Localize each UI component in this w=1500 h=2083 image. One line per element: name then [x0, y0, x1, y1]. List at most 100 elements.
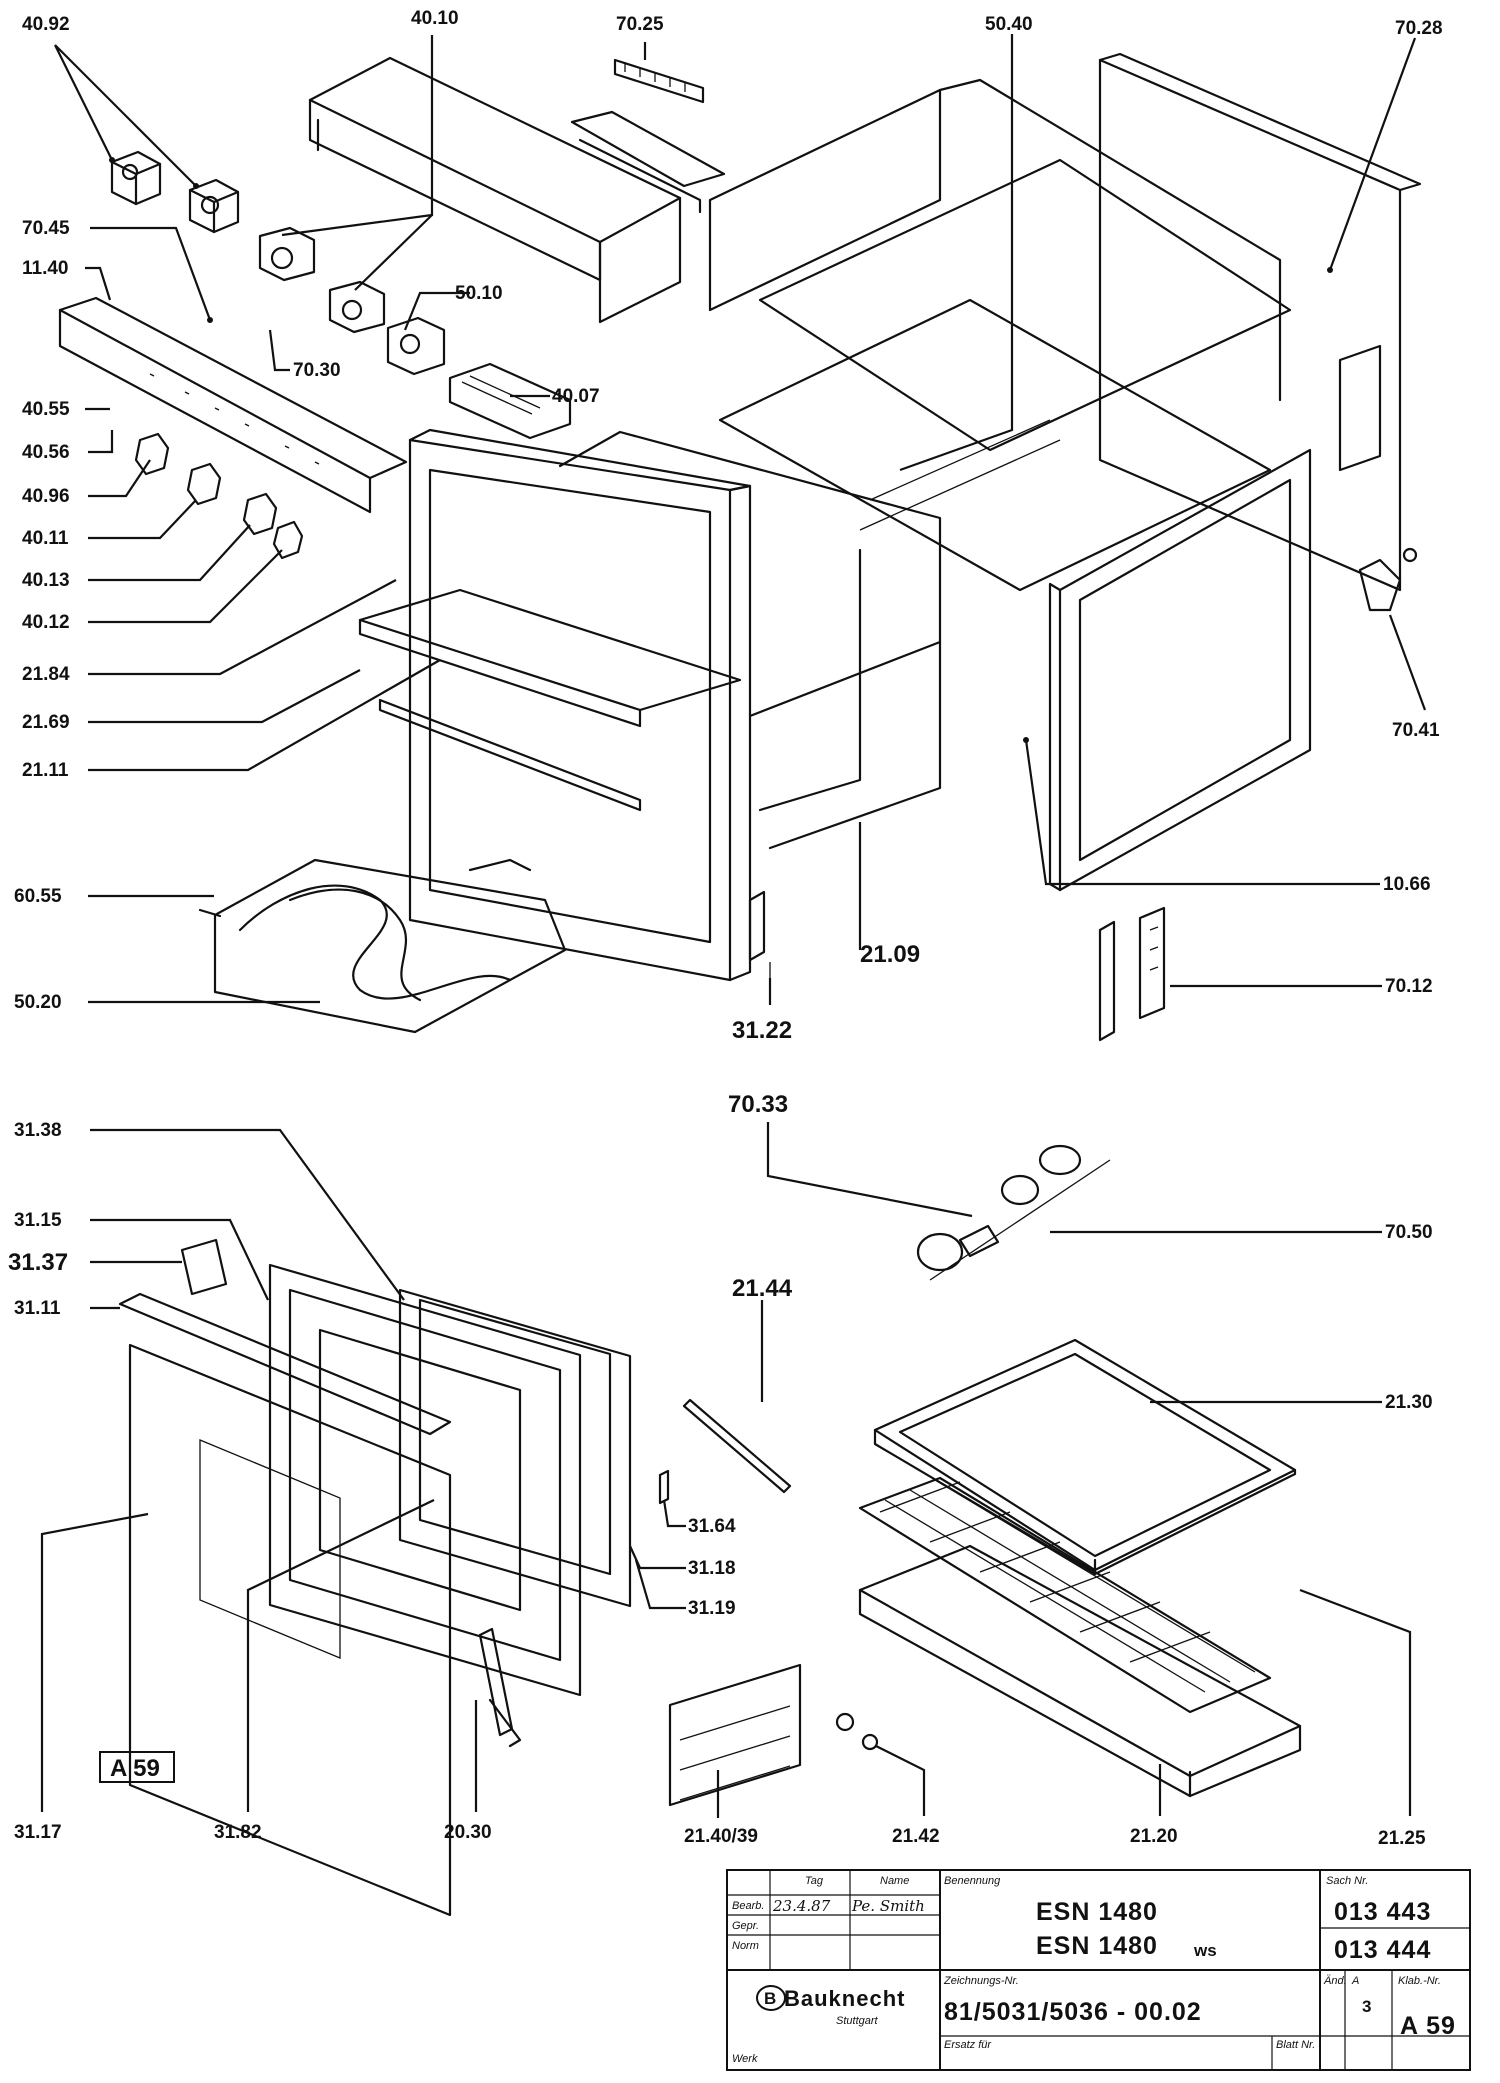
control-panel-cover [308, 56, 682, 324]
heating-element-60-55 [198, 858, 567, 1034]
tb-date: 23.4.87 [772, 1897, 831, 1915]
tb-ersatz-label: Ersatz für [944, 2039, 992, 2051]
door-frame-31-15 [268, 1263, 582, 1697]
front-frame [408, 428, 752, 982]
tb-zeichnung-label: Zeichnungs-Nr. [943, 1975, 1019, 1987]
knob-40-96 [134, 432, 170, 476]
label-40-11: 40.11 [22, 528, 69, 549]
tb-row-norm: Norm [732, 1940, 759, 1952]
label-40-96: 40.96 [22, 486, 70, 507]
label-70-33: 70.33 [728, 1091, 788, 1118]
housing-top [708, 78, 1292, 592]
label-70-25: 70.25 [616, 14, 664, 35]
bauknecht-logo-letter: B [764, 1989, 776, 2008]
label-70-45: 70.45 [22, 218, 70, 239]
label-21-84: 21.84 [22, 664, 70, 685]
label-31-64: 31.64 [688, 1516, 736, 1537]
tb-brand: Bauknecht [784, 1986, 905, 2011]
shelf-21-84 [358, 588, 742, 728]
tb-brand-city: Stuttgart [836, 2015, 879, 2027]
label-31-22: 31.22 [732, 1017, 792, 1044]
switch-40-92-a [110, 150, 162, 206]
label-40-07: 40.07 [552, 386, 600, 407]
label-70-41: 70.41 [1392, 720, 1440, 741]
label-40-55: 40.55 [22, 399, 70, 420]
tb-model-2: ESN 1480 [1036, 1932, 1158, 1960]
oven-cavity-21-09 [558, 430, 942, 850]
tb-model-2-suffix: ws [1193, 1941, 1217, 1960]
side-panel-right [1098, 52, 1422, 592]
label-60-55: 60.55 [14, 886, 62, 907]
baking-tray-21-30 [873, 1338, 1297, 1576]
label-50-20: 50.20 [14, 992, 62, 1013]
hinge-31-22 [748, 890, 771, 982]
terminal-strip-70-25 [570, 58, 726, 214]
plate-31-37 [180, 1238, 228, 1296]
label-11-40: 11.40 [22, 258, 69, 279]
label-31-18: 31.18 [688, 1558, 736, 1579]
switch-50-10 [386, 316, 446, 376]
label-31-38: 31.38 [14, 1120, 62, 1141]
tb-sach-1: 013 443 [1334, 1898, 1431, 1926]
label-21-30: 21.30 [1385, 1392, 1433, 1413]
label-40-13: 40.13 [22, 570, 70, 591]
label-21-40-39: 21.40/39 [684, 1826, 758, 1847]
label-31-17: 31.17 [14, 1822, 62, 1843]
label-21-42: 21.42 [892, 1826, 940, 1847]
selector-switch-40-07 [448, 362, 572, 440]
tb-col-name: Name [880, 1875, 909, 1887]
label-21-44: 21.44 [732, 1275, 793, 1302]
shelf-21-11 [378, 698, 642, 812]
enamel-pan-21-20 [858, 1544, 1302, 1798]
control-panel-11-40 [58, 296, 408, 514]
latch-20-30 [478, 1627, 522, 1748]
side-panel-10-66 [1048, 448, 1312, 892]
tb-row-gepr: Gepr. [732, 1920, 759, 1932]
label-70-12: 70.12 [1385, 976, 1433, 997]
door-outer-31-11 [118, 1292, 452, 1917]
label-21-09: 21.09 [860, 941, 920, 968]
switch-40-10-a [258, 226, 316, 282]
label-31-82: 31.82 [214, 1822, 262, 1843]
switch-40-10-b [328, 280, 386, 334]
tb-signature: Pe. Smith [851, 1897, 925, 1915]
door-glass-31-38 [398, 1288, 632, 1608]
tb-aend-label: Änd. [1323, 1975, 1347, 1987]
label-70-30: 70.30 [293, 360, 341, 381]
label-50-10: 50.10 [455, 283, 503, 304]
tb-sach-2: 013 444 [1334, 1936, 1431, 1964]
switch-40-92-b [188, 178, 240, 234]
label-21-20: 21.20 [1130, 1826, 1178, 1847]
label-50-40: 50.40 [985, 14, 1033, 35]
title-block: Tag Name Bearb. Gepr. Norm 23.4.87 Pe. S… [726, 1869, 1471, 2071]
label-10-66: 10.66 [1383, 874, 1431, 895]
page-tag-text: A 59 [110, 1755, 160, 1782]
tb-a-label: A [1351, 1975, 1359, 1987]
label-40-56: 40.56 [22, 442, 70, 463]
tb-benennung-label: Benennung [944, 1875, 1001, 1887]
label-40-92: 40.92 [22, 14, 70, 35]
shelf-runner-21-40-39 [668, 1663, 879, 1807]
tb-blatt-nr-label: Blatt Nr. [1276, 2039, 1315, 2051]
label-40-10: 40.10 [411, 8, 459, 29]
bauknecht-logo: B Bauknecht Stuttgart [756, 1985, 905, 2027]
label-31-15: 31.15 [14, 1210, 62, 1231]
label-31-19: 31.19 [688, 1598, 736, 1619]
label-21-11: 21.11 [22, 760, 69, 781]
label-21-25: 21.25 [1378, 1828, 1426, 1849]
tb-blatt-tag-label: Klab.-Nr. [1398, 1975, 1441, 1987]
tb-drawing-number: 81/5031/5036 - 00.02 [944, 1998, 1202, 2026]
knob-40-12 [272, 520, 304, 560]
label-40-12: 40.12 [22, 612, 70, 633]
tb-row-bearb: Bearb. [732, 1900, 764, 1912]
label-31-37: 31.37 [8, 1249, 68, 1276]
rail-21-44 [682, 1398, 792, 1494]
label-70-50: 70.50 [1385, 1222, 1433, 1243]
label-70-28: 70.28 [1395, 18, 1443, 39]
bracket-70-12 [1098, 906, 1166, 1042]
tb-aend-value: 3 [1362, 1997, 1371, 2016]
knob-40-11 [186, 462, 222, 506]
page-tag: A 59 [99, 1751, 175, 1783]
label-21-69: 21.69 [22, 712, 70, 733]
